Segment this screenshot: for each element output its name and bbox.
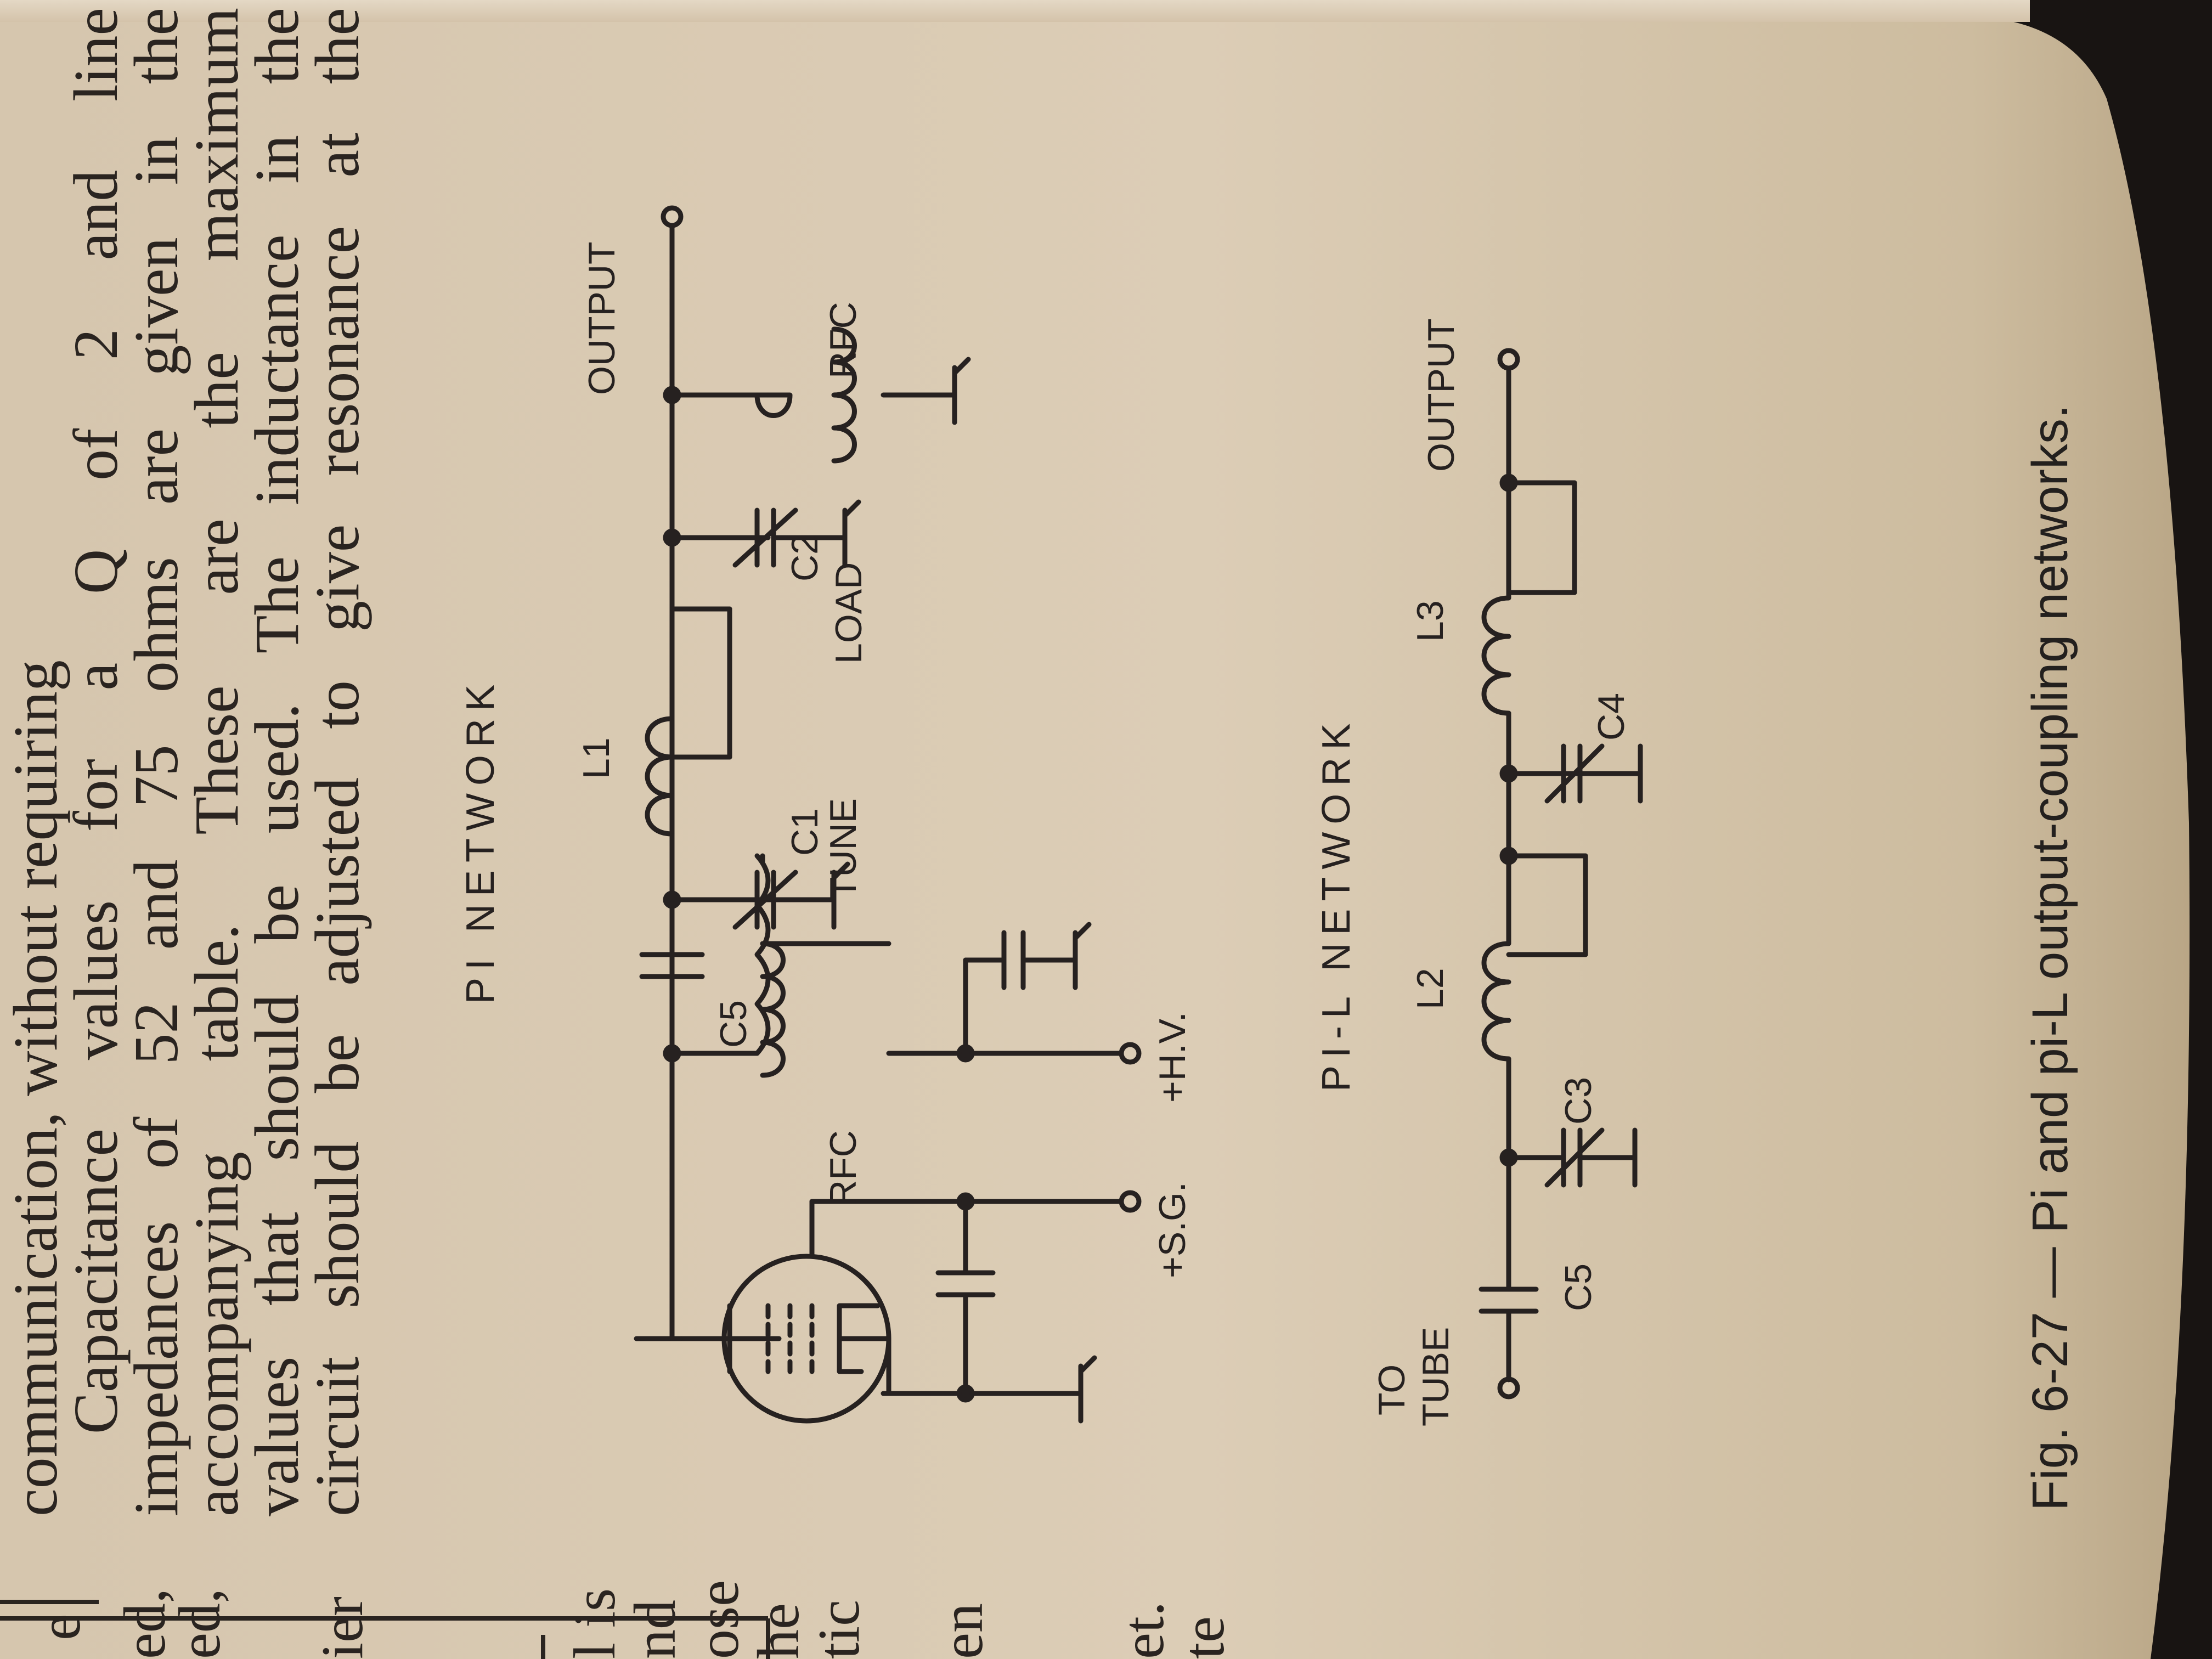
label-c4: C4 [1590, 693, 1632, 741]
fragment-6: ose [686, 1580, 751, 1659]
pi-l-network-title: PI-L NETWORK [1314, 716, 1358, 1092]
label-hv: +H.V. [1152, 1012, 1193, 1103]
fragment-4: l is [562, 1588, 628, 1659]
rfc-choke-coil [760, 941, 786, 1078]
rfc-output-coil [754, 392, 793, 418]
fragment-0: e [27, 1614, 93, 1640]
label-rfc-choke: RFC [822, 1130, 864, 1207]
label-c5-pil: C5 [1558, 1263, 1599, 1311]
l1-coil [645, 694, 675, 902]
l3-coil [1481, 480, 1511, 716]
label-output-pil: OUTPUT [1420, 318, 1462, 472]
label-load: LOAD [828, 562, 870, 664]
label-to: TO [1371, 1364, 1413, 1415]
label-tune: TUNE [822, 798, 864, 900]
label-rfc-out: RFC [822, 302, 864, 379]
label-c5-pi: C5 [713, 1000, 754, 1048]
label-sg: +S.G. [1152, 1182, 1193, 1278]
fragment-2: ed, [167, 1588, 233, 1659]
label-c1: C1 [784, 808, 826, 856]
fragment-9: en [930, 1603, 995, 1659]
l2-coil [1481, 853, 1511, 1062]
pi-network-title: PI NETWORK [459, 677, 503, 1004]
fragment-10: et. [1111, 1601, 1176, 1659]
label-l3: L3 [1409, 600, 1451, 642]
fragment-7: he [746, 1603, 811, 1659]
fragment-8: tic [806, 1600, 872, 1659]
fragment-1: ed, [112, 1588, 178, 1659]
label-c2: C2 [784, 534, 826, 582]
label-tube: TUBE [1415, 1327, 1457, 1426]
fragment-11: te [1171, 1616, 1237, 1659]
fragment-5: nd [623, 1600, 688, 1659]
label-l1: L1 [575, 737, 617, 779]
label-l2: L2 [1409, 968, 1451, 1009]
fragment-3: ier [310, 1596, 375, 1659]
label-c3: C3 [1558, 1077, 1599, 1125]
label-output-pi: OUTPUT [581, 241, 623, 395]
